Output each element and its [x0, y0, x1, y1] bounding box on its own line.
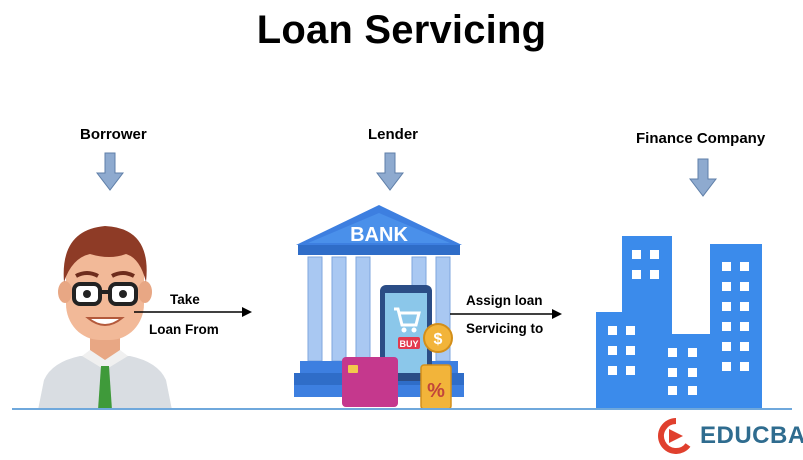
page-title: Loan Servicing	[256, 8, 547, 52]
assign-loan-label: Assign loan	[466, 293, 543, 308]
borrower-person-icon	[38, 226, 172, 410]
educba-logo-icon	[658, 418, 691, 454]
svg-text:$: $	[434, 331, 443, 348]
take-label: Take	[170, 292, 200, 307]
borrower-down-arrow-icon	[96, 152, 124, 191]
finance-buildings-icon	[596, 236, 762, 410]
lender-down-arrow-icon	[376, 152, 404, 191]
ground-line	[12, 408, 792, 410]
servicing-to-label: Servicing to	[466, 321, 544, 336]
buy-badge: BUY	[399, 339, 418, 349]
lender-label: Lender	[368, 126, 419, 143]
svg-text:%: %	[427, 380, 445, 402]
finance-company-label: Finance Company	[636, 130, 766, 147]
bank-sign: BANK	[350, 224, 408, 246]
borrower-label: Borrower	[80, 126, 147, 143]
bank-building-icon: BANK BUY $ %	[294, 205, 464, 410]
educba-brand-text: EDUCBA	[700, 422, 803, 449]
finance-down-arrow-icon	[689, 158, 717, 197]
loan-from-label: Loan From	[149, 322, 219, 337]
assign-arrow-icon	[450, 309, 562, 319]
take-arrow-icon	[134, 307, 252, 317]
